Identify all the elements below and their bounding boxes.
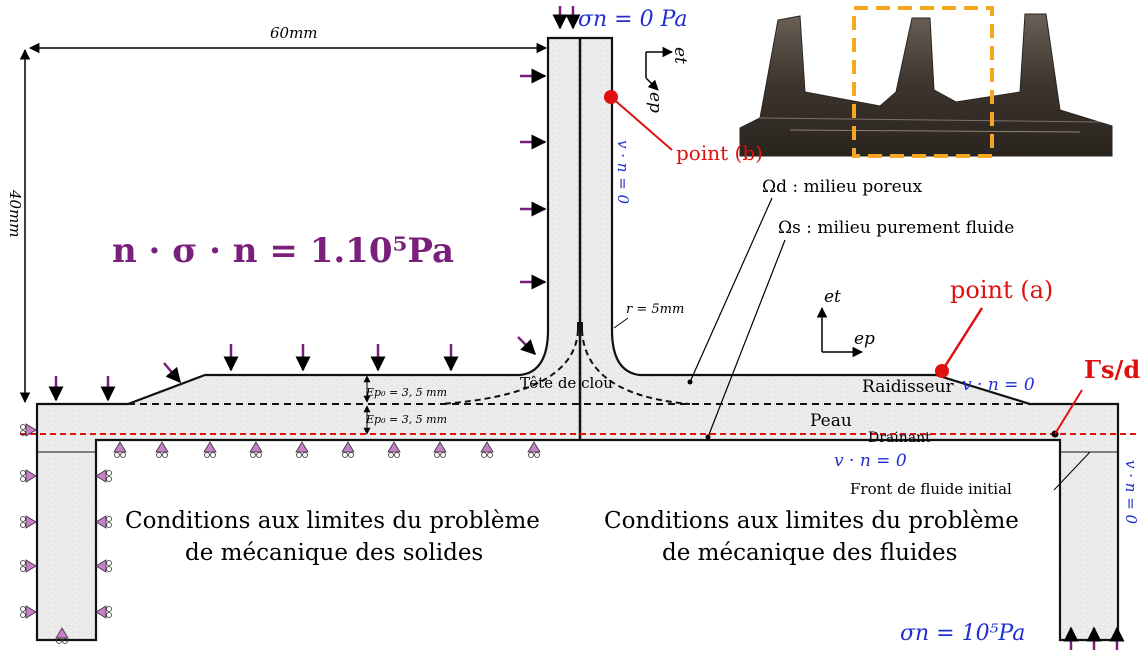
pressure-arrow bbox=[517, 336, 537, 356]
roller-support bbox=[95, 559, 112, 573]
roller-support bbox=[20, 423, 37, 437]
roller-support bbox=[203, 441, 217, 458]
roller-support bbox=[20, 559, 37, 573]
roller-support bbox=[20, 605, 37, 619]
vn-right-edge-label: v · n = 0 bbox=[1122, 460, 1140, 525]
et-top-label: et bbox=[670, 47, 690, 64]
part-geometry bbox=[20, 36, 1140, 642]
fluids-caption-line2: de mécanique des fluides bbox=[662, 540, 957, 566]
drainant-label: Drainant bbox=[868, 430, 931, 446]
roller-support bbox=[20, 469, 37, 483]
roller-support bbox=[480, 441, 494, 458]
nail-head-curve-left bbox=[439, 329, 579, 405]
roller-support bbox=[95, 469, 112, 483]
sigma-top-label: σn = 0 Pa bbox=[578, 7, 688, 32]
tete-de-clou-label: Tête de clou bbox=[520, 374, 613, 392]
et-mid-label: et bbox=[824, 287, 841, 307]
normal-stress-label: n · σ · n = 1.10⁵Pa bbox=[112, 231, 454, 271]
peau-label: Peau bbox=[810, 411, 852, 431]
solids-caption-line1: Conditions aux limites du problème bbox=[125, 508, 540, 534]
roller-support bbox=[387, 441, 401, 458]
nail-head-curve-right bbox=[581, 329, 691, 405]
ep-upper-label: Ep₀ = 3, 5 mm bbox=[365, 386, 447, 399]
roller-support bbox=[295, 441, 309, 458]
sigma-bottom-label: σn = 10⁵Pa bbox=[900, 621, 1025, 646]
width-label: 60mm bbox=[270, 24, 318, 42]
ep-mid-label: ep bbox=[854, 329, 875, 349]
roller-support bbox=[55, 627, 69, 644]
pressure-arrow bbox=[163, 362, 181, 384]
local-axes-top bbox=[645, 46, 674, 91]
roller-support bbox=[433, 441, 447, 458]
front-fluide-label: Front de fluide initial bbox=[850, 480, 1012, 498]
dimensions: 60mm 40mm Ep₀ = 3, 5 mm Ep₀ = 3, 5 mm r … bbox=[6, 24, 684, 435]
roller-support bbox=[95, 515, 112, 529]
vn-top-right-label: v · n = 0 bbox=[962, 375, 1035, 395]
ep-lower-label: Ep₀ = 3, 5 mm bbox=[365, 413, 447, 426]
fluids-caption-line1: Conditions aux limites du problème bbox=[604, 508, 1019, 534]
pressure-arrows bbox=[48, 6, 1125, 650]
stiffener-photo bbox=[739, 6, 1113, 158]
gamma-label: Γs/d bbox=[1084, 355, 1140, 384]
point-markers bbox=[604, 90, 1083, 438]
omega-d-label: Ωd : milieu poreux bbox=[762, 177, 923, 197]
roller-support bbox=[155, 441, 169, 458]
omega-s-label: Ωs : milieu purement fluide bbox=[778, 218, 1014, 238]
roller-support bbox=[341, 441, 355, 458]
roller-support bbox=[527, 441, 541, 458]
supports bbox=[20, 423, 541, 644]
nail-head bbox=[577, 322, 583, 330]
roller-support bbox=[249, 441, 263, 458]
roller-support bbox=[113, 441, 127, 458]
radius-label: r = 5mm bbox=[626, 302, 684, 317]
solids-caption-line2: de mécanique des solides bbox=[185, 540, 483, 566]
roller-support bbox=[95, 605, 112, 619]
vn-stiffener-label: v · n = 0 bbox=[614, 140, 632, 205]
raidisseur-label: Raidisseur bbox=[862, 377, 955, 397]
vn-bottom-label: v · n = 0 bbox=[834, 451, 907, 471]
height-label: 40mm bbox=[6, 189, 24, 238]
roller-support bbox=[20, 515, 37, 529]
point-b-label: point (b) bbox=[676, 141, 763, 165]
local-axes-mid bbox=[816, 306, 864, 358]
point-a-label: point (a) bbox=[950, 276, 1053, 304]
photo-highlight-box bbox=[852, 6, 994, 158]
part-outline bbox=[35, 36, 1120, 642]
ep-top-label: ep bbox=[645, 92, 665, 113]
